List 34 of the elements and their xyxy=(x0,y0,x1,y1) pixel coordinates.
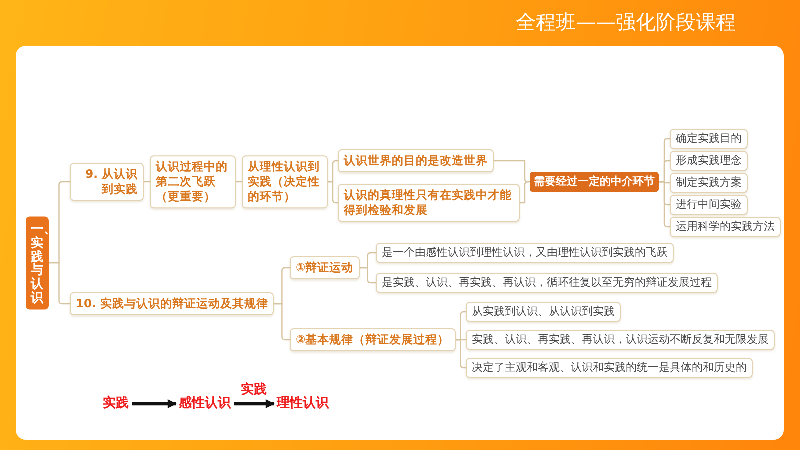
arrow xyxy=(234,400,275,408)
edge-label: 实践 xyxy=(239,382,269,398)
topic-box: 9. 从认识到实践 xyxy=(70,163,144,201)
topic-box: 认识过程中的第二次飞跃（更重要） xyxy=(150,156,236,208)
connector-line xyxy=(456,339,466,369)
connector-line xyxy=(360,267,376,284)
topic-box: 从理性认识到实践（决定性的环节） xyxy=(242,156,328,208)
detail-box: 确定实践目的 xyxy=(670,129,748,149)
arrow xyxy=(132,400,177,408)
hub-topic-box: 需要经过一定的中介环节 xyxy=(530,172,659,192)
topic-box: ②基本规律（辩证发展过程） xyxy=(290,328,456,352)
detail-box: 从实践到认识、从认识到实践 xyxy=(466,302,621,322)
page-title: 全程班——强化阶段课程 xyxy=(516,9,736,36)
topic-box: 认识的真理性只有在实践中才能得到检验和发展 xyxy=(338,184,520,222)
detail-box: 是实践、认识、再实践、再认识，循环往复以至无穷的辩证发展过程 xyxy=(376,273,718,293)
connector-line xyxy=(274,303,290,341)
detail-box: 运用科学的实践方法 xyxy=(670,217,781,237)
flow-term-text: 理性认识 xyxy=(274,396,332,412)
detail-box: 进行中间实验 xyxy=(670,195,748,215)
connector-line xyxy=(494,160,530,183)
connector-line xyxy=(328,181,338,204)
connector-line xyxy=(659,181,670,228)
detail-box: 制定实践方案 xyxy=(670,173,748,193)
flow-term-text: 实践 xyxy=(100,396,132,412)
root-topic-box: 一、实践与认识 xyxy=(26,216,48,310)
topic-box: 10. 实践与认识的辩证运动及其规律 xyxy=(70,292,274,316)
detail-box: 是一个由感性认识到理性认识，又由理性认识到实践的飞跃 xyxy=(376,243,674,263)
topic-box: ①辩证运动 xyxy=(290,256,360,280)
flow-term-text: 感性认识 xyxy=(176,396,234,412)
detail-box: 形成实践理念 xyxy=(670,151,748,171)
connector-line xyxy=(520,181,530,204)
detail-box: 决定了主观和客观、认识和实践的统一是具体的和历史的 xyxy=(466,358,753,378)
detail-box: 实践、认识、再实践、再认识，认识运动不断反复和无限发展 xyxy=(466,330,775,350)
topic-box: 认识世界的目的是改造世界 xyxy=(338,150,494,172)
